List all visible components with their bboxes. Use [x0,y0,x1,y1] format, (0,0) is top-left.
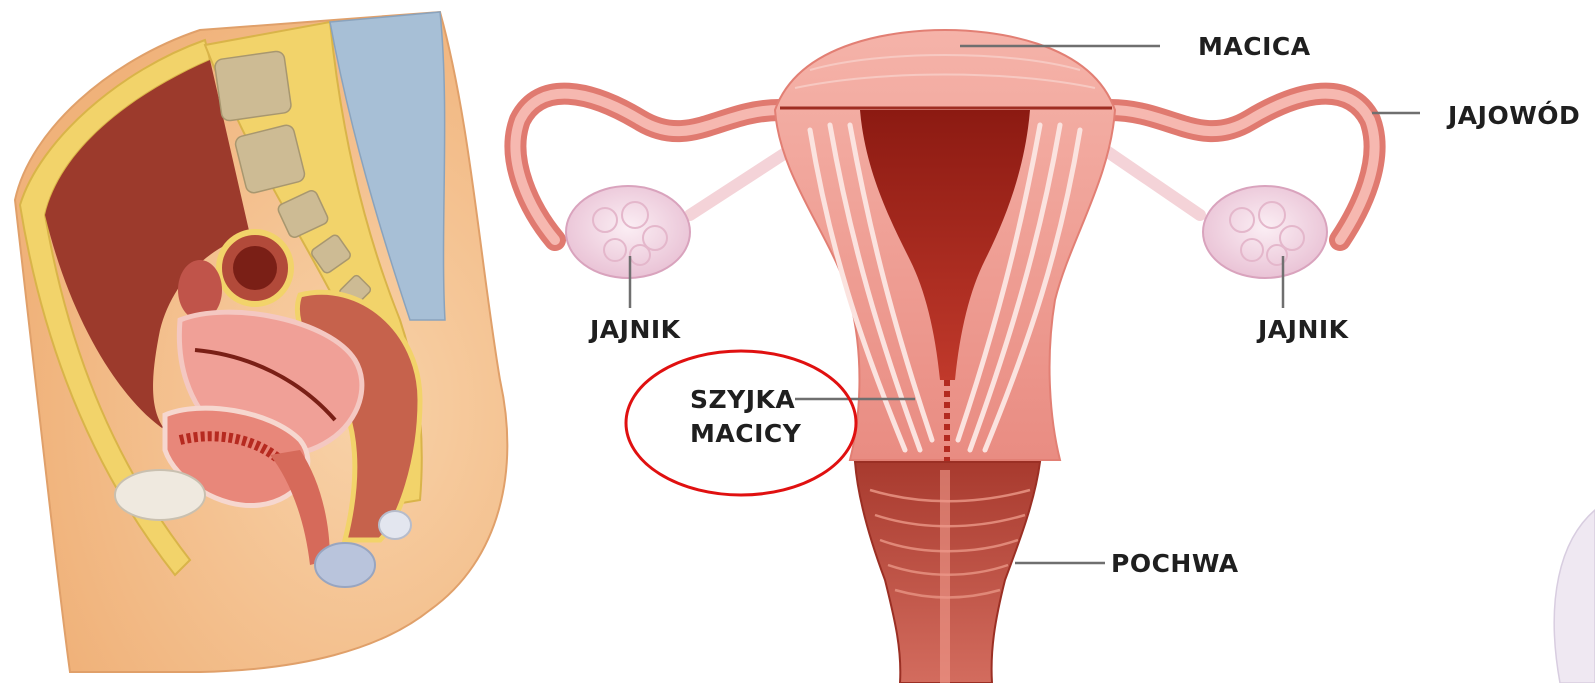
vertebra-1 [214,50,292,121]
corner-swoosh-decoration [1554,510,1595,683]
ovary-right [1203,186,1327,278]
perineum-blue [315,543,375,587]
ovarian-ligament-left [690,150,790,215]
sagittal-section-illustration [15,12,507,672]
label-szyjka-line2: MACICY [690,419,802,448]
ovarian-ligament-right [1105,150,1200,215]
perineum-small [379,511,411,539]
pubic-bone [115,470,205,520]
uterus-front-illustration [515,30,1374,683]
intestine-lumen [233,246,277,290]
label-jajnik-left: JAJNIK [588,315,682,344]
label-macica: MACICA [1198,32,1311,61]
label-pochwa: POCHWA [1111,549,1239,578]
label-jajnik-right: JAJNIK [1256,315,1350,344]
label-jajowod: JAJOWÓD [1446,100,1580,130]
ovary-left [566,186,690,278]
label-szyjka-line1: SZYJKA [690,385,795,414]
